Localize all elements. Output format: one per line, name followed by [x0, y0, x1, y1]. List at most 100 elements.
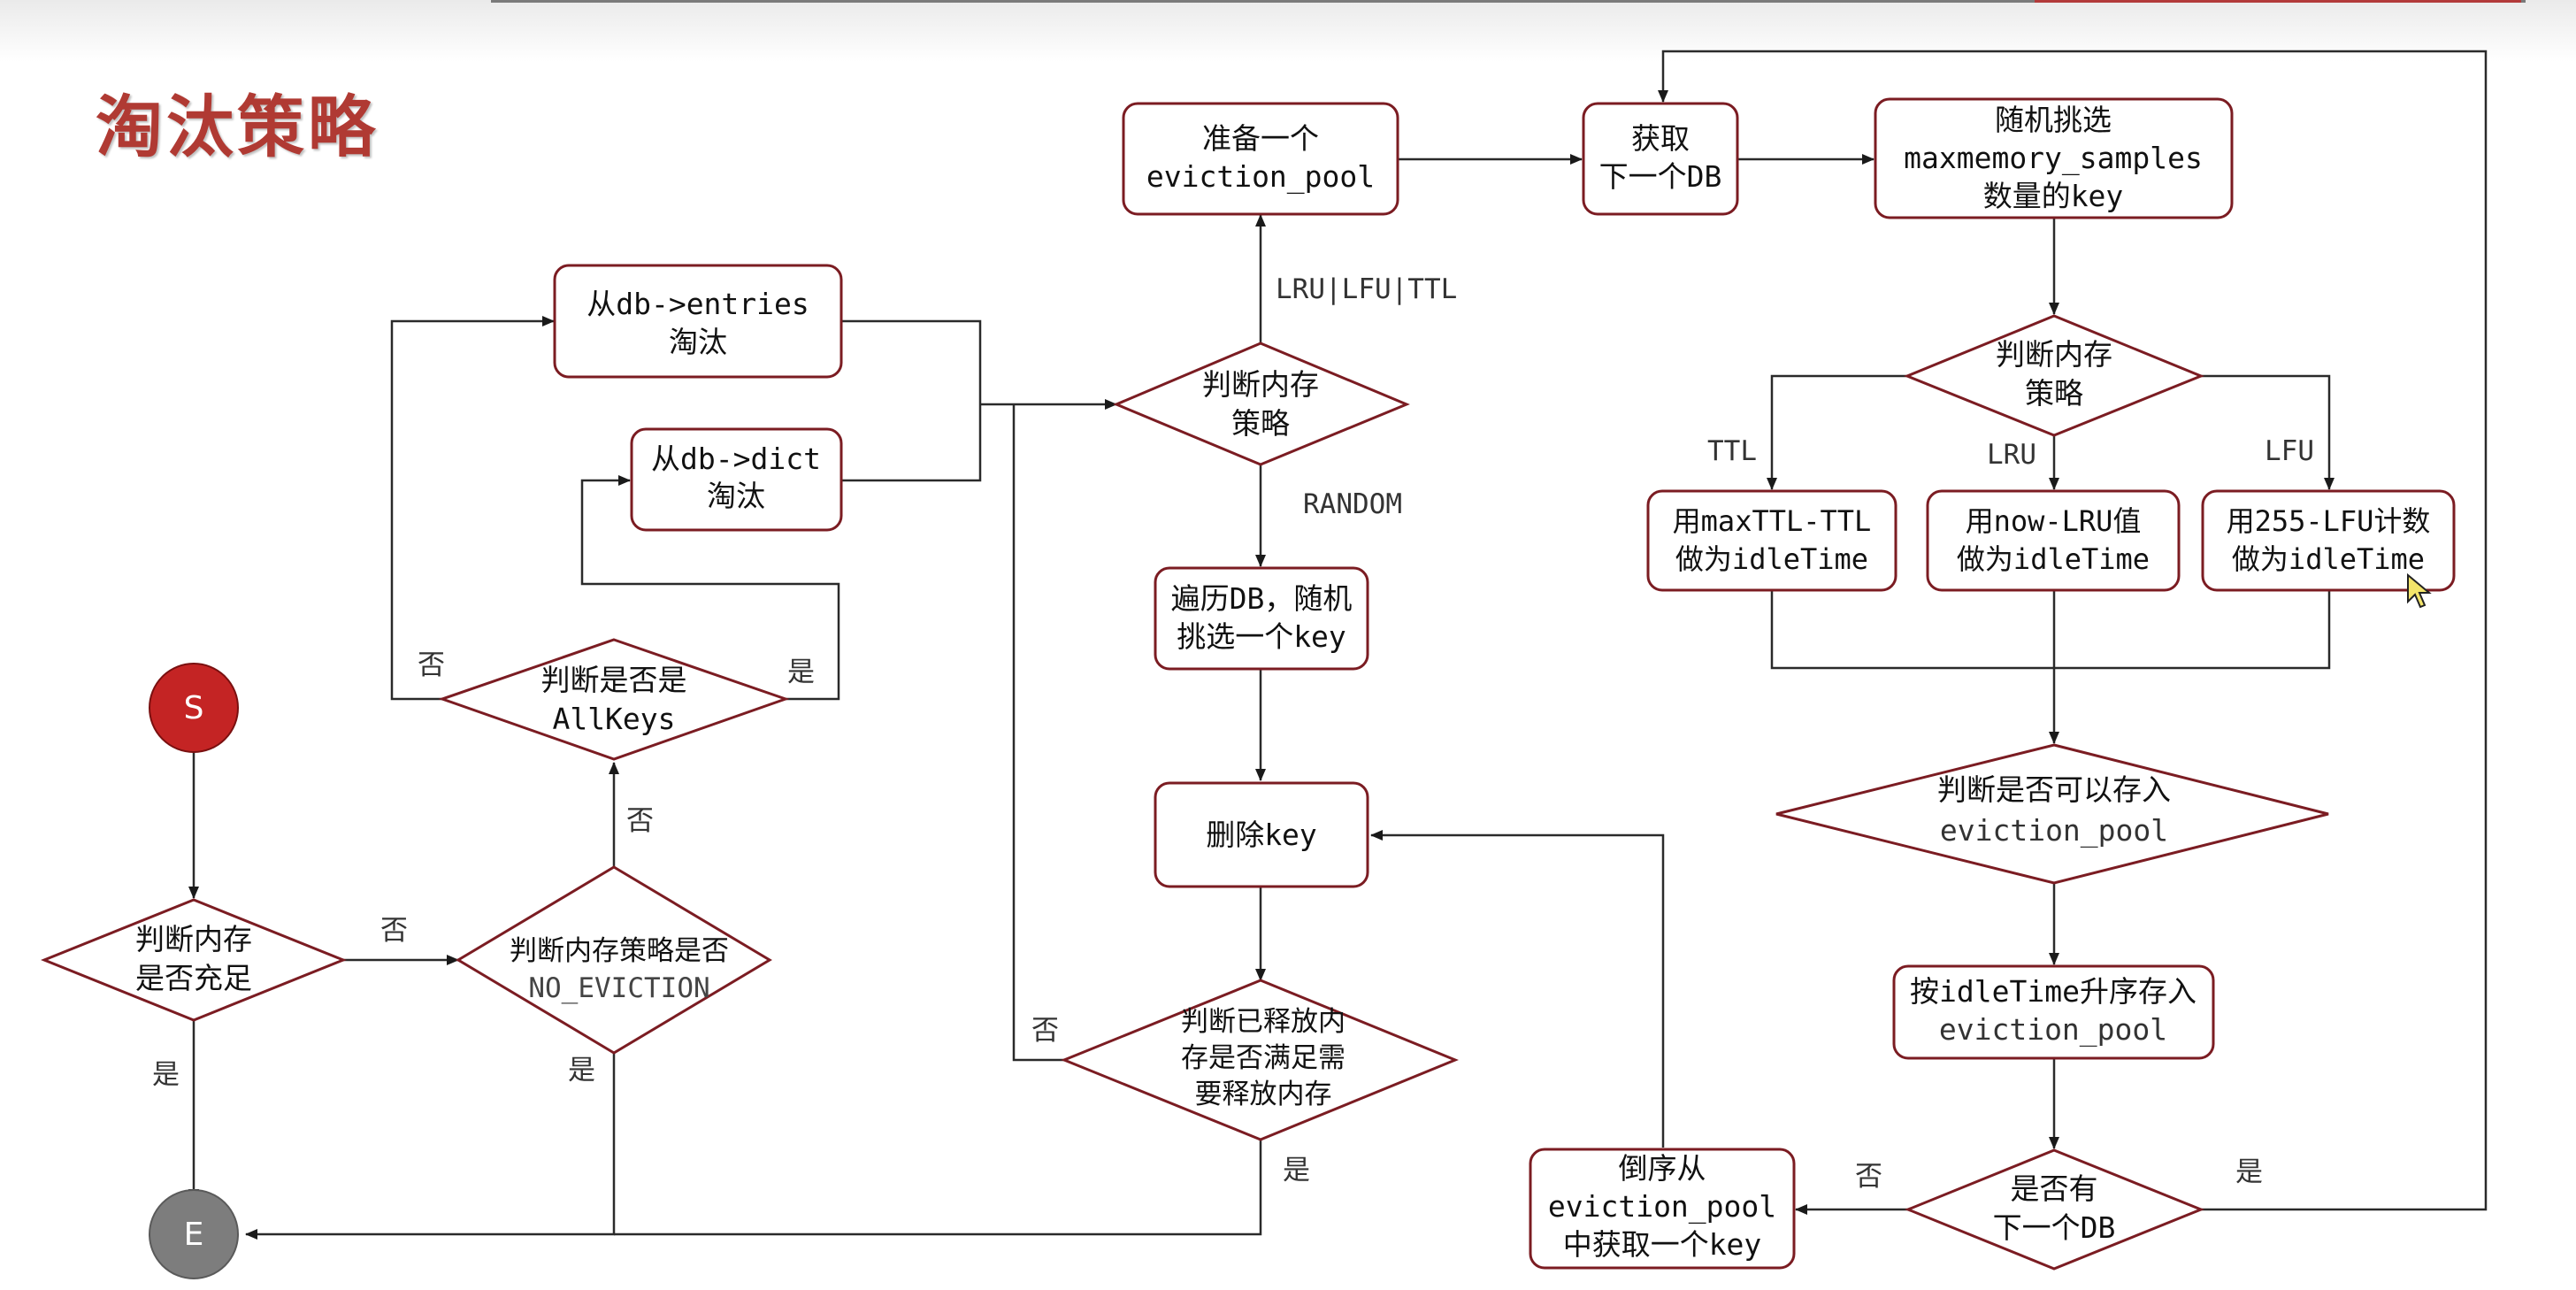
policy-line-2: 策略	[1231, 406, 1290, 441]
delete-key-label: 删除key	[1206, 818, 1317, 852]
dict-line-2: 淘汰	[707, 479, 765, 513]
end-node: E	[149, 1189, 239, 1279]
released-line-2: 存是否满足需	[1181, 1042, 1346, 1074]
random-pick-line-1: 随机挑选	[1995, 103, 2112, 137]
edge-allkeys-to-entries	[390, 316, 555, 701]
no-eviction-line-1: 判断内存策略是否	[510, 935, 729, 967]
label-check-mem-yes: 是	[152, 1059, 180, 1091]
can-store-pool-diamond: 判断是否可以存入 eviction_pool	[1775, 743, 2329, 885]
traverse-line-1: 遍历DB，随机	[1171, 581, 1353, 616]
policy2-line-2: 策略	[2025, 376, 2083, 411]
entries-line-2: 淘汰	[669, 325, 727, 359]
lfu-idletime-box: 用255-LFU计数 做为idleTime	[2201, 489, 2456, 592]
policy-line-1: 判断内存	[1202, 367, 1319, 402]
check-memory-sufficient-diamond: 判断内存 是否充足	[40, 898, 348, 1022]
check-allkeys-diamond: 判断是否是 AllKeys	[438, 638, 790, 761]
end-label: E	[184, 1217, 204, 1253]
label-lru: LRU	[1987, 439, 2036, 471]
check-no-eviction-diamond: 判断内存策略是否 NO_EVICTION	[456, 865, 772, 1055]
start-label: S	[184, 690, 204, 726]
get-next-db-box: 获取 下一个DB	[1582, 102, 1739, 216]
policy2-line-1: 判断内存	[1996, 337, 2112, 372]
reverse-get-line-2: eviction_pool	[1548, 1189, 1776, 1225]
delete-key-box: 删除key	[1154, 781, 1369, 888]
prepare-pool-line-2: eviction_pool	[1146, 159, 1375, 195]
label-released-yes: 是	[1283, 1155, 1310, 1186]
dict-line-1: 从db->dict	[651, 442, 821, 476]
top-rule-accent	[2035, 0, 2521, 3]
has-next-db-line-1: 是否有	[2011, 1171, 2098, 1206]
edge-dict-to-merge	[841, 404, 982, 482]
lru-idle-line-1: 用now-LRU值	[1966, 504, 2142, 538]
next-db-line-2: 下一个DB	[1599, 159, 1722, 194]
lru-idletime-box: 用now-LRU值 做为idleTime	[1926, 489, 2181, 592]
has-next-db-line-2: 下一个DB	[1993, 1210, 2116, 1245]
store-sorted-line-1: 按idleTime升序存入	[1910, 974, 2196, 1009]
edge-ttl-to-merge	[1770, 591, 2331, 670]
label-no-eviction-yes: 是	[568, 1055, 595, 1087]
label-random: RANDOM	[1303, 488, 1402, 520]
page-title: 淘汰策略	[96, 88, 379, 166]
ttl-idletime-box: 用maxTTL-TTL 做为idleTime	[1646, 489, 1898, 592]
label-lru-lfu-ttl: LRU|LFU|TTL	[1276, 273, 1457, 305]
start-node: S	[149, 663, 239, 753]
edges	[188, 50, 2488, 1240]
ttl-idle-line-2: 做为idleTime	[1675, 542, 1868, 576]
check-policy-diamond: 判断内存 策略	[1113, 342, 1410, 466]
lfu-idle-line-2: 做为idleTime	[2232, 542, 2425, 576]
edge-check-policy2-to-lfu	[2201, 374, 2334, 490]
edge-labels: 是 否 是 否 否 是 LRU|LFU|TTL RANDOM 否 是 TTL L…	[152, 273, 2314, 1193]
edge-reverse-get-to-delete	[1370, 830, 1665, 1148]
prepare-eviction-pool-box: 准备一个 eviction_pool	[1122, 102, 1399, 216]
edge-check-policy2-to-ttl	[1767, 374, 1907, 490]
can-store-line-2: eviction_pool	[1940, 813, 2168, 848]
can-store-line-1: 判断是否可以存入	[1937, 772, 2171, 807]
traverse-line-2: 挑选一个key	[1177, 619, 1346, 654]
evict-from-entries-box: 从db->entries 淘汰	[553, 264, 843, 379]
check-policy2-diamond: 判断内存 策略	[1904, 314, 2204, 437]
lfu-idle-line-1: 用255-LFU计数	[2227, 504, 2431, 538]
check-mem-line-1: 判断内存	[135, 922, 252, 956]
top-rule	[491, 0, 2526, 3]
random-pick-line-3: 数量的key	[1983, 179, 2124, 213]
random-pick-samples-box: 随机挑选 maxmemory_samples 数量的key	[1874, 97, 2234, 219]
check-mem-line-2: 是否充足	[135, 961, 252, 995]
no-eviction-line-2: NO_EVICTION	[528, 972, 709, 1004]
edge-released-to-check-policy	[1012, 404, 1064, 1062]
random-pick-line-2: maxmemory_samples	[1904, 141, 2203, 176]
label-allkeys-no: 否	[418, 649, 445, 681]
label-no-eviction-no: 否	[626, 805, 654, 837]
allkeys-line-1: 判断是否是	[541, 663, 687, 697]
store-sorted-line-2: eviction_pool	[1939, 1012, 2167, 1048]
has-next-db-diamond: 是否有 下一个DB	[1905, 1148, 2205, 1271]
label-has-next-db-yes: 是	[2235, 1156, 2263, 1188]
edge-entries-to-merge	[841, 319, 982, 404]
edge-has-next-db-to-next-db	[1658, 50, 2488, 1211]
label-lfu: LFU	[2265, 435, 2314, 467]
allkeys-line-2: AllKeys	[552, 702, 675, 736]
released-line-3: 要释放内存	[1195, 1079, 1332, 1110]
reverse-get-key-box: 倒序从 eviction_pool 中获取一个key	[1529, 1148, 1796, 1270]
released-line-1: 判断已释放内	[1181, 1006, 1346, 1038]
ttl-idle-line-1: 用maxTTL-TTL	[1673, 504, 1872, 538]
lru-idle-line-2: 做为idleTime	[1957, 542, 2150, 576]
prepare-pool-line-1: 准备一个	[1202, 121, 1319, 156]
evict-from-dict-box: 从db->dict 淘汰	[630, 427, 843, 532]
edge-no-eviction-to-end	[245, 1053, 616, 1240]
label-released-no: 否	[1031, 1015, 1059, 1047]
entries-line-1: 从db->entries	[586, 287, 809, 321]
edge-released-to-end	[614, 1140, 1262, 1236]
reverse-get-line-3: 中获取一个key	[1563, 1227, 1762, 1262]
next-db-line-1: 获取	[1631, 121, 1690, 156]
traverse-db-box: 遍历DB，随机 挑选一个key	[1154, 566, 1369, 671]
edge-allkeys-to-dict	[580, 475, 840, 701]
store-sorted-idletime-box: 按idleTime升序存入 eviction_pool	[1892, 964, 2215, 1060]
check-released-diamond: 判断已释放内 存是否满足需 要释放内存	[1061, 979, 1459, 1141]
label-check-mem-no: 否	[380, 915, 408, 947]
label-ttl: TTL	[1707, 435, 1757, 467]
label-has-next-db-no: 否	[1855, 1161, 1882, 1193]
label-allkeys-yes: 是	[787, 657, 815, 688]
reverse-get-line-1: 倒序从	[1619, 1151, 1706, 1186]
mouse-cursor-icon	[2407, 572, 2432, 609]
